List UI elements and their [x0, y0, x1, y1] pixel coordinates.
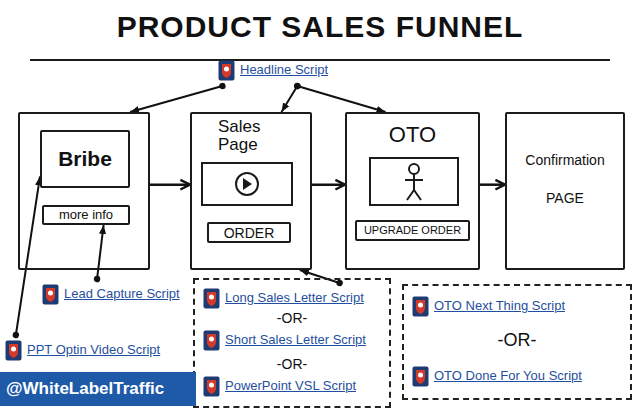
watermark: @WhiteLabelTraffic [0, 372, 196, 406]
leader-arrow [300, 270, 340, 283]
script-link: Headline Script [240, 63, 328, 78]
icon-frame [219, 61, 235, 81]
or-separator: -OR- [277, 356, 307, 372]
script-item: Long Sales Letter Script [203, 288, 364, 309]
script-icon [203, 376, 220, 397]
icon-shield [207, 380, 216, 394]
script-link: PPT Optin Video Script [27, 343, 160, 358]
script-icon [412, 296, 429, 317]
box-label: more info [59, 208, 113, 223]
icon-figure [418, 303, 423, 308]
box-label: PAGE [546, 190, 584, 206]
script-icon [412, 366, 429, 387]
icon-shield [416, 300, 425, 314]
box-label: OTO [389, 122, 436, 147]
script-item: Lead Capture Script [42, 284, 180, 305]
funnel-stage-box: Sales PageORDER [190, 112, 312, 270]
icon-shield [416, 370, 425, 384]
title: PRODUCT SALES FUNNEL [0, 10, 640, 45]
leader-arrow [282, 86, 298, 112]
bribe-box: Bribe [40, 130, 130, 188]
icon-shield [207, 292, 216, 306]
icon-figure [224, 67, 229, 72]
funnel-stage-box: OTO UPGRADE ORDER [345, 112, 480, 270]
flow-arrow [150, 183, 190, 186]
play-triangle [243, 178, 252, 190]
script-link: Lead Capture Script [64, 287, 180, 302]
icon-figure [11, 347, 16, 352]
script-link: PowerPoint VSL Script [225, 379, 356, 394]
leader-arrow [130, 86, 222, 112]
icon-figure [209, 383, 214, 388]
icon-figure [209, 337, 214, 342]
icon-frame [204, 289, 220, 309]
or-separator: -OR- [498, 330, 537, 351]
leader-arrow [297, 86, 385, 112]
button-box: UPGRADE ORDER [355, 220, 470, 241]
icon-frame [413, 367, 429, 387]
icon-frame [204, 377, 220, 397]
script-item: OTO Done For You Script [412, 366, 582, 387]
script-group: -OR- -OR- Long Sales Letter ScriptShort Sa… [193, 278, 391, 408]
icon-figure [209, 295, 214, 300]
script-icon [42, 284, 59, 305]
script-item: OTO Next Thing Script [412, 296, 565, 317]
script-item: PowerPoint VSL Script [203, 376, 356, 397]
icon-figure [48, 291, 53, 296]
video-frame [202, 163, 292, 205]
icon-frame [413, 297, 429, 317]
flow-arrow [312, 183, 345, 186]
script-link: OTO Done For You Script [434, 369, 582, 384]
icon-frame [204, 331, 220, 351]
leader-arrow [97, 225, 104, 279]
script-group: -OR- OTO Next Thing ScriptOTO Done For Yo… [402, 284, 632, 400]
stick-figure [405, 164, 423, 200]
icon-frame [43, 285, 59, 305]
icon-shield [46, 288, 55, 302]
box-label: Sales Page [218, 118, 280, 154]
script-link: Long Sales Letter Script [225, 291, 364, 306]
box-label: UPGRADE ORDER [364, 224, 461, 237]
icon-frame [6, 341, 22, 361]
box-label: Bribe [58, 147, 112, 171]
button-box: more info [42, 205, 130, 225]
box-label: ORDER [224, 225, 275, 241]
funnel-stage-box: Bribe more info [18, 112, 150, 270]
script-icon [5, 340, 22, 361]
box-label: Confirmation [525, 152, 604, 168]
play-button [236, 173, 258, 195]
or-separator: -OR- [277, 310, 307, 326]
script-item: PPT Optin Video Script [5, 340, 160, 361]
title-underline [30, 59, 610, 61]
script-link: OTO Next Thing Script [434, 299, 565, 314]
script-item: Headline Script [218, 60, 328, 81]
button-box: ORDER [207, 222, 291, 243]
script-icon [203, 288, 220, 309]
flow-arrow [480, 183, 505, 186]
script-link: Short Sales Letter Script [225, 333, 366, 348]
video-frame [370, 158, 458, 205]
funnel-stage-box: ConfirmationPAGE [505, 112, 625, 270]
icon-shield [222, 64, 231, 78]
icon-shield [207, 334, 216, 348]
icon-shield [9, 344, 18, 358]
script-icon [218, 60, 235, 81]
icon-figure [418, 373, 423, 378]
script-icon [203, 330, 220, 351]
script-item: Short Sales Letter Script [203, 330, 366, 351]
